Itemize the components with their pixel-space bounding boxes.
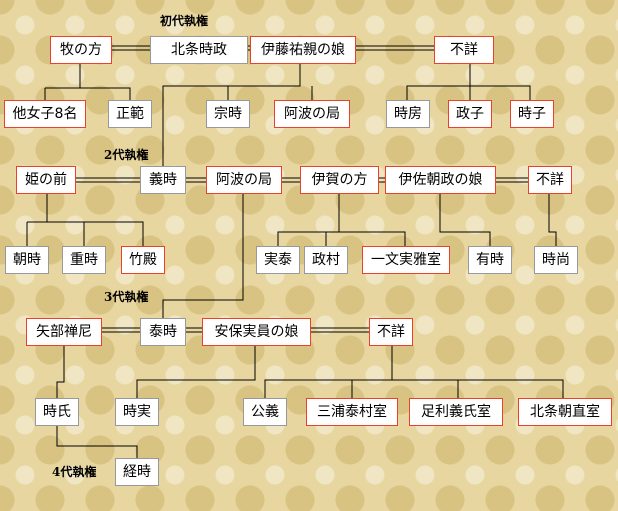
descent-line (548, 194, 557, 246)
descent-line (136, 344, 256, 398)
person-tomotoki: 朝時 (5, 246, 49, 274)
person-unknown-2: 不詳 (528, 166, 572, 194)
generation-label-4: 4代執権 (52, 465, 97, 479)
person-awa-no-tsubone-2: 阿波の局 (206, 166, 282, 194)
person-abo-sanemori-daughter: 安保実員の娘 (202, 318, 311, 346)
descent-line (162, 62, 301, 168)
descent-line (46, 194, 144, 246)
descent-line (392, 379, 459, 398)
person-iga-no-kata: 伊賀の方 (300, 166, 379, 194)
descent-line (339, 231, 406, 246)
person-tokiko: 時子 (510, 100, 554, 128)
person-awa-no-tsubone-1: 阿波の局 (274, 100, 350, 128)
person-isa-tomomasa-daughter: 伊佐朝政の娘 (385, 166, 496, 194)
person-shigetoki: 重時 (62, 246, 106, 274)
person-tsunetoki: 経時 (115, 458, 159, 486)
person-ashikaga-yoshiuji-wife: 足利義氏室 (409, 398, 503, 426)
person-maki-no-kata: 牧の方 (50, 36, 112, 64)
generation-label-3: 3代執権 (104, 290, 149, 304)
generation-label-1: 初代執権 (160, 14, 209, 28)
person-tokizane: 時実 (115, 398, 159, 426)
person-takedono: 竹殿 (121, 246, 165, 274)
descent-line (277, 194, 340, 246)
person-saneyasu: 実泰 (256, 246, 300, 274)
descent-line (351, 379, 392, 398)
person-hojo-tokimasa: 北条時政 (150, 36, 248, 64)
person-hime-no-mae: 姫の前 (16, 166, 76, 194)
person-masanori: 正範 (108, 100, 152, 128)
person-kugi: 公義 (243, 398, 287, 426)
person-miura-yasumura-wife: 三浦泰村室 (306, 398, 398, 426)
descent-line (458, 379, 564, 398)
person-munetoki: 宗時 (206, 100, 250, 128)
descent-line (406, 62, 471, 100)
person-yabe-zenni: 矢部禅尼 (26, 318, 102, 346)
person-tokifusa: 時房 (386, 100, 430, 128)
descent-line (79, 62, 131, 100)
person-yoshitoki: 義時 (140, 166, 186, 194)
person-tokiuji: 時氏 (35, 398, 79, 426)
person-hojo-tomonao-wife: 北条朝直室 (518, 398, 612, 426)
descent-line (56, 424, 138, 458)
person-unknown-3: 不詳 (369, 318, 413, 346)
descent-line (264, 344, 393, 398)
person-other-daughters: 他女子8名 (4, 100, 86, 128)
person-tokinao: 時尚 (534, 246, 578, 274)
descent-line (439, 194, 491, 246)
descent-line (56, 344, 65, 398)
descent-line (470, 85, 531, 100)
person-ito-sukechika-daughter: 伊藤祐親の娘 (250, 36, 356, 64)
generation-label-2: 2代執権 (104, 148, 149, 162)
person-aritoki: 有時 (468, 246, 512, 274)
person-ichijo-sanemasa-wife: 一文実雅室 (362, 246, 450, 274)
person-yasutoki: 泰時 (140, 318, 186, 346)
person-masamura: 政村 (304, 246, 348, 274)
descent-line (162, 194, 244, 318)
person-unknown-1: 不詳 (434, 36, 494, 64)
person-masako: 政子 (448, 100, 492, 128)
